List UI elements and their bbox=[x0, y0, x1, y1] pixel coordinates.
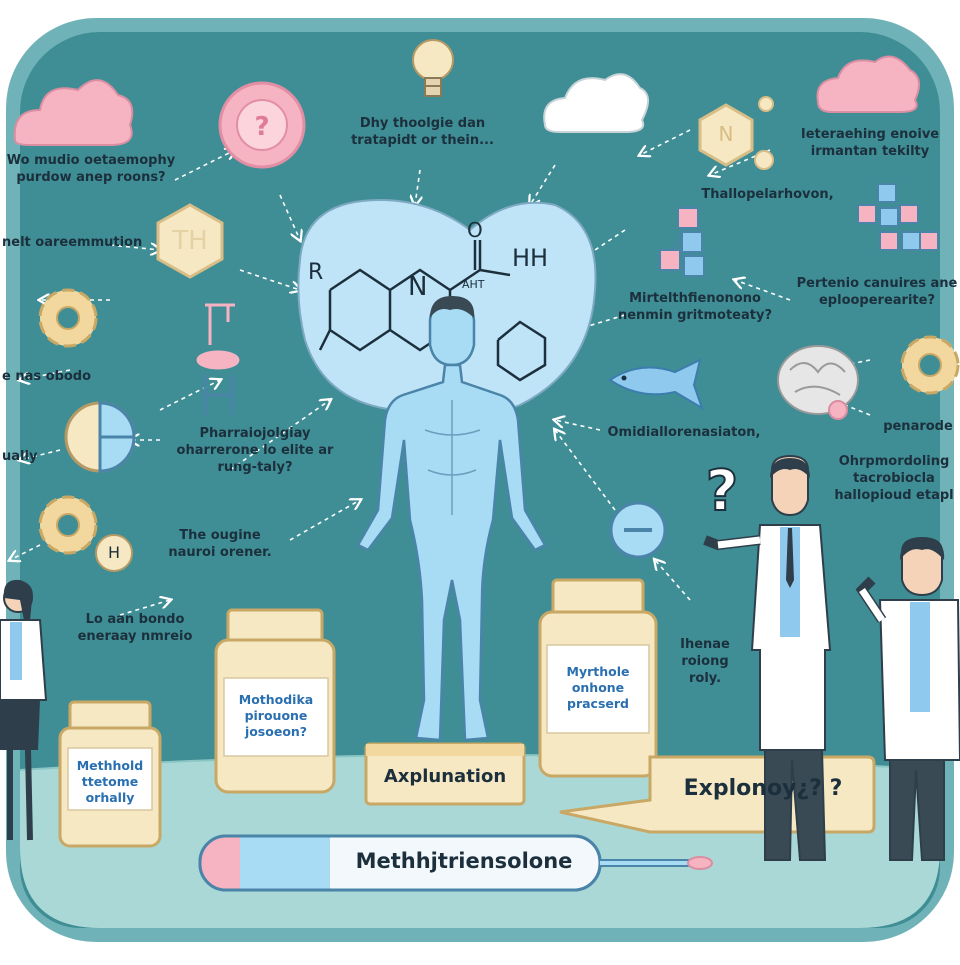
speech-bubble-label: Explonoy¿? ? bbox=[683, 776, 843, 801]
scientist-woman bbox=[0, 579, 48, 841]
capsule-icon bbox=[64, 401, 136, 473]
label-left-3: ually bbox=[2, 449, 38, 464]
tube-label: Methhjtriensolone bbox=[355, 849, 573, 873]
pedestal-label: Axplunation bbox=[383, 766, 507, 787]
structure-label-hh: HH bbox=[512, 244, 549, 272]
question-mark-icon: ? bbox=[705, 458, 739, 525]
structure-label-o: O bbox=[467, 218, 483, 242]
svg-text:?: ? bbox=[254, 112, 269, 142]
minus-circle-icon bbox=[609, 501, 667, 559]
label-right-4: Omidiallorenasiaton, bbox=[607, 425, 761, 440]
hexagon-icon-th bbox=[156, 203, 224, 279]
structure-label-n: N bbox=[408, 272, 428, 302]
structure-label-r: R bbox=[308, 260, 324, 285]
lightbulb-icon bbox=[412, 39, 454, 97]
dumbbell-icon bbox=[196, 303, 240, 415]
cloud-icon bbox=[13, 79, 134, 146]
pill-bottle bbox=[538, 578, 658, 778]
hexagon-label-h: H bbox=[107, 543, 121, 562]
svg-text:?: ? bbox=[706, 459, 738, 524]
molecule-icon bbox=[857, 183, 939, 251]
label-right-1: Thallopelarhovon, bbox=[701, 187, 834, 202]
scientist-man bbox=[703, 454, 832, 861]
hexagon-label-n: N bbox=[718, 122, 734, 146]
human-figure bbox=[356, 298, 547, 742]
pill-bottle bbox=[214, 608, 336, 794]
brain-icon bbox=[777, 345, 859, 420]
hexagon-icon-n bbox=[698, 96, 774, 170]
label-right-5: penarode bbox=[883, 419, 953, 434]
cloud-icon bbox=[543, 73, 649, 133]
hair bbox=[430, 296, 475, 318]
cloud-icon bbox=[816, 55, 920, 113]
molecule-icon bbox=[659, 207, 705, 277]
fish-icon bbox=[608, 358, 704, 411]
gear-icon bbox=[38, 288, 98, 348]
gear-icon bbox=[38, 495, 98, 555]
structure-label-fragment: AHT bbox=[462, 278, 485, 291]
label-left-2: e nas obodo bbox=[2, 369, 92, 384]
hexagon-label-th: TH bbox=[172, 226, 208, 256]
tube bbox=[198, 834, 713, 892]
question-bubble-icon: ? bbox=[218, 81, 306, 169]
gear-icon bbox=[900, 335, 960, 395]
pill-bottle bbox=[58, 700, 162, 848]
hexagon-icon-h bbox=[95, 534, 133, 572]
label-left-1: nelt oareemmution bbox=[2, 235, 143, 250]
pedestal bbox=[364, 742, 526, 806]
scientist-man bbox=[855, 536, 960, 861]
